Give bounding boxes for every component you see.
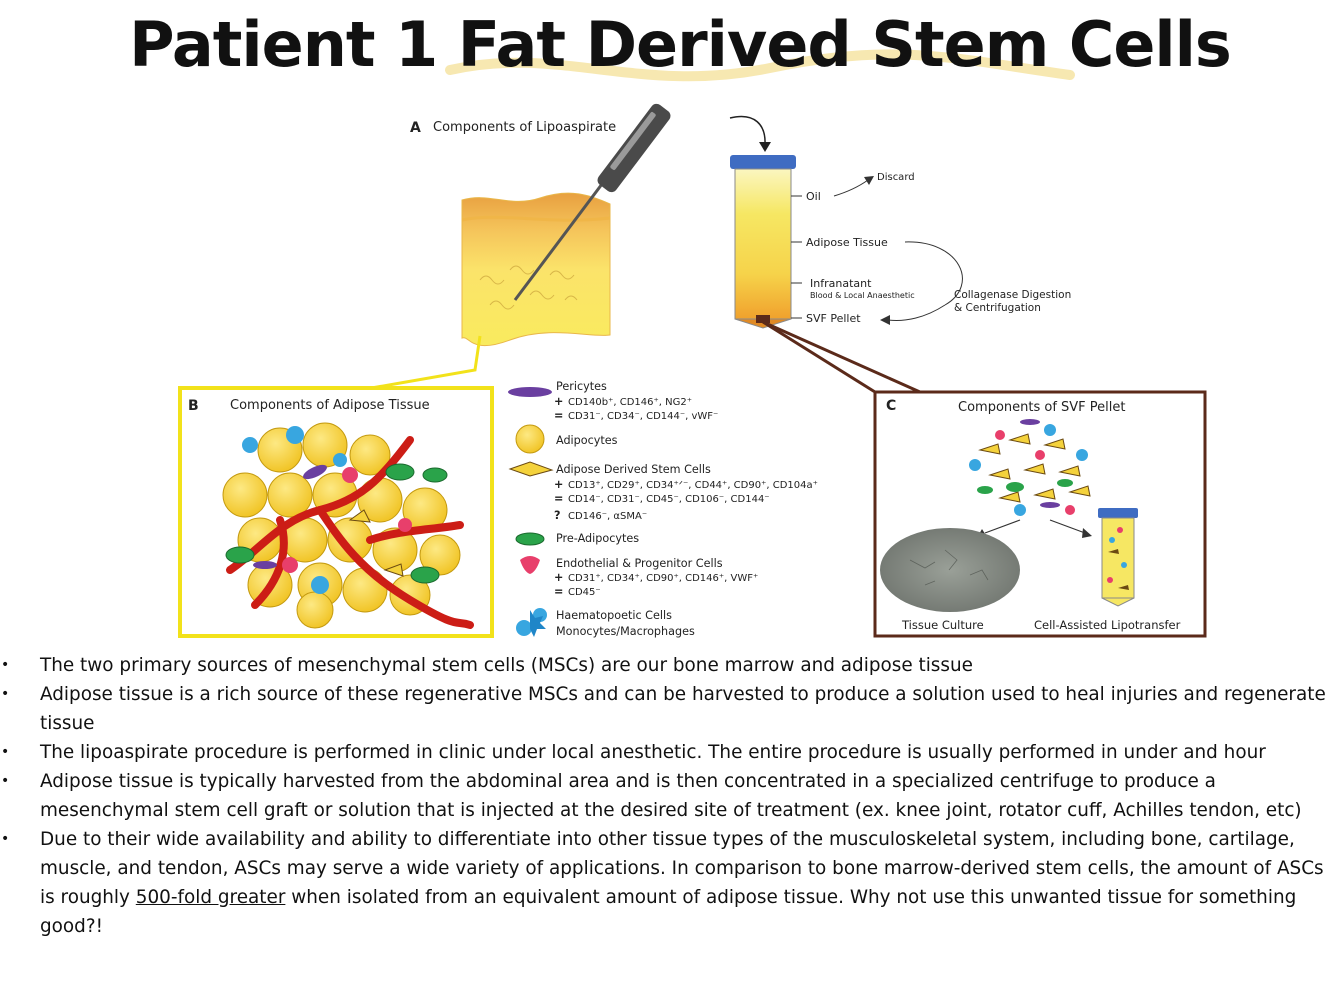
- bullet-item: • Adipose tissue is a rich source of thes…: [0, 680, 1330, 738]
- legend-adsc-name: Adipose Derived Stem Cells: [556, 463, 711, 476]
- legend-endothelial-plus: CD31⁺, CD34⁺, CD90⁺, CD146⁺, VWF⁺: [568, 573, 758, 584]
- legend-endothelial-name: Endothelial & Progenitor Cells: [556, 557, 723, 570]
- adsc-icon: [508, 461, 554, 477]
- haematopoetic-icon: [516, 608, 547, 637]
- transfer-arrow: [729, 115, 766, 146]
- legend-adsc-question: CD146⁻, αSMA⁻: [568, 511, 647, 522]
- discard-label: Discard: [877, 172, 915, 183]
- bullet-dot: •: [1, 744, 10, 760]
- svg-text:+: +: [554, 571, 563, 584]
- legend-haemato-sub: Monocytes/Macrophages: [556, 625, 695, 638]
- panel-c-letter: C: [886, 398, 896, 414]
- bullet-text-underlined: 500-fold greater: [135, 887, 286, 908]
- bullet-text-part2: when isolated from an equivalent amount …: [40, 887, 1297, 937]
- bullet-text-part1: Due to their wide availability and abili…: [40, 829, 1324, 908]
- lipotransfer-tube: [1098, 508, 1138, 607]
- arrow-to-lipotransfer-head: [1082, 528, 1092, 538]
- panel-a-heading: Components of Lipoaspirate: [433, 120, 616, 135]
- bullet-dot: •: [1, 657, 10, 673]
- panel-b-heading: Components of Adipose Tissue: [230, 398, 430, 413]
- slide-title: Patient 1 Fat Derived Stem Cells: [129, 8, 1232, 81]
- arrow-to-lipotransfer: [1049, 519, 1086, 534]
- svg-text:?: ?: [554, 509, 561, 522]
- bullet-text: Adipose tissue is a rich source of these…: [40, 684, 1326, 734]
- bullet-dot: •: [1, 773, 10, 789]
- bullet-item: • The lipoaspirate procedure is performed…: [0, 738, 1330, 767]
- centrifuge-tube: [730, 155, 796, 329]
- tissue-culture-dish: [880, 528, 1020, 612]
- panel-a-letter: A: [410, 120, 421, 136]
- svg-text:=: =: [554, 492, 563, 505]
- liposuction-cannula: [513, 103, 671, 301]
- svg-text:=: =: [554, 409, 563, 422]
- bullet-item: • Due to their wide availability and abil…: [0, 825, 1330, 941]
- legend-adipocytes-name: Adipocytes: [556, 434, 618, 447]
- pericyte-icon: [508, 387, 552, 397]
- bullet-text: The lipoaspirate procedure is performed …: [40, 742, 1266, 763]
- cell-legend: Pericytes + CD140b⁺, CD146⁺, NG2⁺ = CD31…: [508, 380, 818, 638]
- legend-endothelial-minus: CD45⁻: [568, 587, 601, 598]
- layer-adipose-label: Adipose Tissue: [806, 236, 888, 249]
- legend-preadipocytes-name: Pre-Adipocytes: [556, 532, 639, 545]
- legend-pericytes-plus: CD140b⁺, CD146⁺, NG2⁺: [568, 397, 692, 408]
- legend-haemato-name: Haematopoetic Cells: [556, 609, 672, 622]
- legend-pericytes-minus: CD31⁻, CD34⁻, CD144⁻, vWF⁻: [568, 411, 718, 422]
- connector-b: [180, 335, 482, 392]
- legend-pericytes-name: Pericytes: [556, 380, 607, 393]
- tissue-culture-label: Tissue Culture: [901, 618, 984, 632]
- panel-c-heading: Components of SVF Pellet: [958, 400, 1126, 415]
- svg-text:+: +: [554, 395, 563, 408]
- panel-b-letter: B: [188, 398, 199, 414]
- adipocyte-icon: [515, 424, 545, 454]
- bullet-text: The two primary sources of mesenchymal s…: [40, 655, 973, 676]
- svf-cell-cluster: [969, 419, 1091, 516]
- bullet-item: • The two primary sources of mesenchymal …: [0, 651, 1330, 680]
- title-swoosh-decoration: [445, 49, 1075, 82]
- transfer-arrowhead: [759, 142, 771, 152]
- fat-lobules: [479, 265, 578, 310]
- layer-oil-label: Oil: [806, 190, 821, 203]
- legend-adsc-minus: CD14⁻, CD31⁻, CD45⁻, CD106⁻, CD144⁻: [568, 494, 770, 505]
- legend-adsc-plus: CD13⁺, CD29⁺, CD34⁺ᐟ⁻, CD44⁺, CD90⁺, CD1…: [568, 480, 818, 491]
- process-label-line2: & Centrifugation: [954, 302, 1041, 314]
- bullet-dot: •: [1, 831, 10, 847]
- arrow-to-culture: [984, 519, 1021, 534]
- bullet-text: Adipose tissue is typically harvested fr…: [40, 771, 1302, 821]
- endothelial-icon: [520, 556, 540, 574]
- connector-c-2: [762, 320, 876, 394]
- process-label-line1: Collagenase Digestion: [954, 289, 1071, 301]
- connector-c-1: [762, 320, 921, 394]
- stem-cell-diagram: A Components of Lipoaspirate: [178, 103, 1207, 638]
- bullet-dot: •: [1, 686, 10, 702]
- lipotransfer-label: Cell-Assisted Lipotransfer: [1034, 618, 1181, 632]
- pre-adipocyte-icon: [515, 532, 545, 546]
- svg-text:+: +: [554, 478, 563, 491]
- bullet-list: • The two primary sources of mesenchymal …: [0, 651, 1330, 941]
- layer-infranatant-label: Infranatant: [810, 277, 872, 290]
- layer-svf-label: SVF Pellet: [806, 312, 861, 325]
- adipose-tissue-cluster: [222, 422, 474, 629]
- bullet-item: • Adipose tissue is typically harvested f…: [0, 767, 1330, 825]
- tissue-block: [461, 192, 611, 346]
- layer-infranatant-sub: Blood & Local Anaesthetic: [810, 291, 915, 300]
- svg-text:=: =: [554, 585, 563, 598]
